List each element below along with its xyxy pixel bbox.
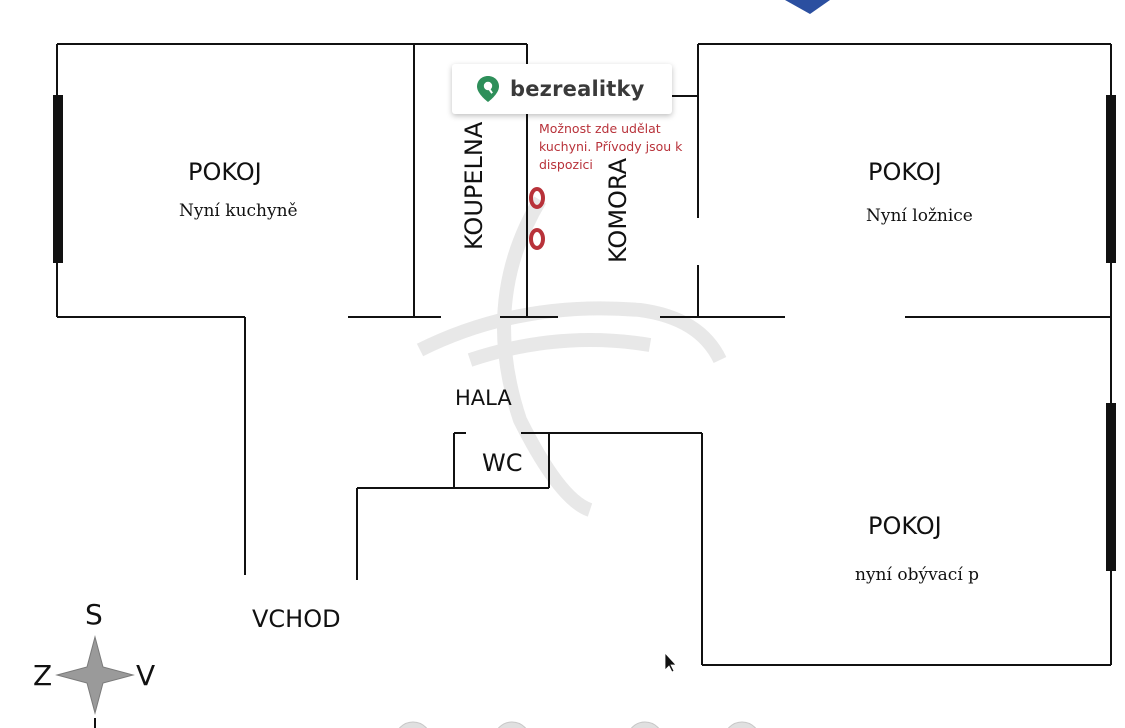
plumbing-markers bbox=[529, 187, 545, 250]
note-line-1: Možnost zde udělat bbox=[539, 121, 661, 136]
window-east-bottom bbox=[1106, 403, 1116, 571]
bottom-controls bbox=[398, 721, 757, 728]
room-title-pokoj-east: POKOJ bbox=[868, 158, 942, 186]
window-east-top bbox=[1106, 95, 1116, 263]
brand-logo-card[interactable]: bezrealitky bbox=[452, 64, 672, 114]
room-title-pokoj-west: POKOJ bbox=[188, 158, 262, 186]
note-line-3: dispozici bbox=[539, 157, 593, 172]
kitchen-note: Možnost zde udělat kuchyni. Přívody jsou… bbox=[539, 121, 683, 172]
brand-name: bezrealitky bbox=[510, 77, 645, 101]
windows bbox=[53, 95, 1116, 571]
room-title-komora: KOMORA bbox=[604, 157, 632, 263]
plumbing-marker-icon bbox=[529, 228, 545, 250]
watermark bbox=[416, 196, 727, 517]
room-title-pokoj-living: POKOJ bbox=[868, 512, 942, 540]
window-west bbox=[53, 95, 63, 263]
room-subtitle-pokoj-west: Nyní kuchyně bbox=[179, 201, 298, 221]
compass-west-label: Z bbox=[33, 659, 52, 692]
room-title-koupelna: KOUPELNA bbox=[460, 121, 488, 250]
note-line-2: kuchyni. Přívody jsou k bbox=[539, 139, 683, 154]
compass-star-icon bbox=[55, 635, 135, 715]
room-subtitle-pokoj-east: Nyní ložnice bbox=[866, 206, 973, 226]
room-title-hala: HALA bbox=[455, 386, 512, 410]
mouse-cursor-icon bbox=[664, 651, 677, 673]
cropped-logo-shape bbox=[785, 0, 830, 14]
room-subtitle-pokoj-living: nyní obývací p bbox=[855, 565, 979, 585]
room-title-wc: WC bbox=[482, 449, 523, 477]
location-pin-icon bbox=[477, 76, 499, 102]
compass-north-label: S bbox=[85, 598, 103, 631]
entrance-label: VCHOD bbox=[252, 605, 341, 633]
compass: S Z V bbox=[33, 598, 155, 728]
compass-east-label: V bbox=[136, 659, 155, 692]
plumbing-marker-icon bbox=[529, 187, 545, 209]
